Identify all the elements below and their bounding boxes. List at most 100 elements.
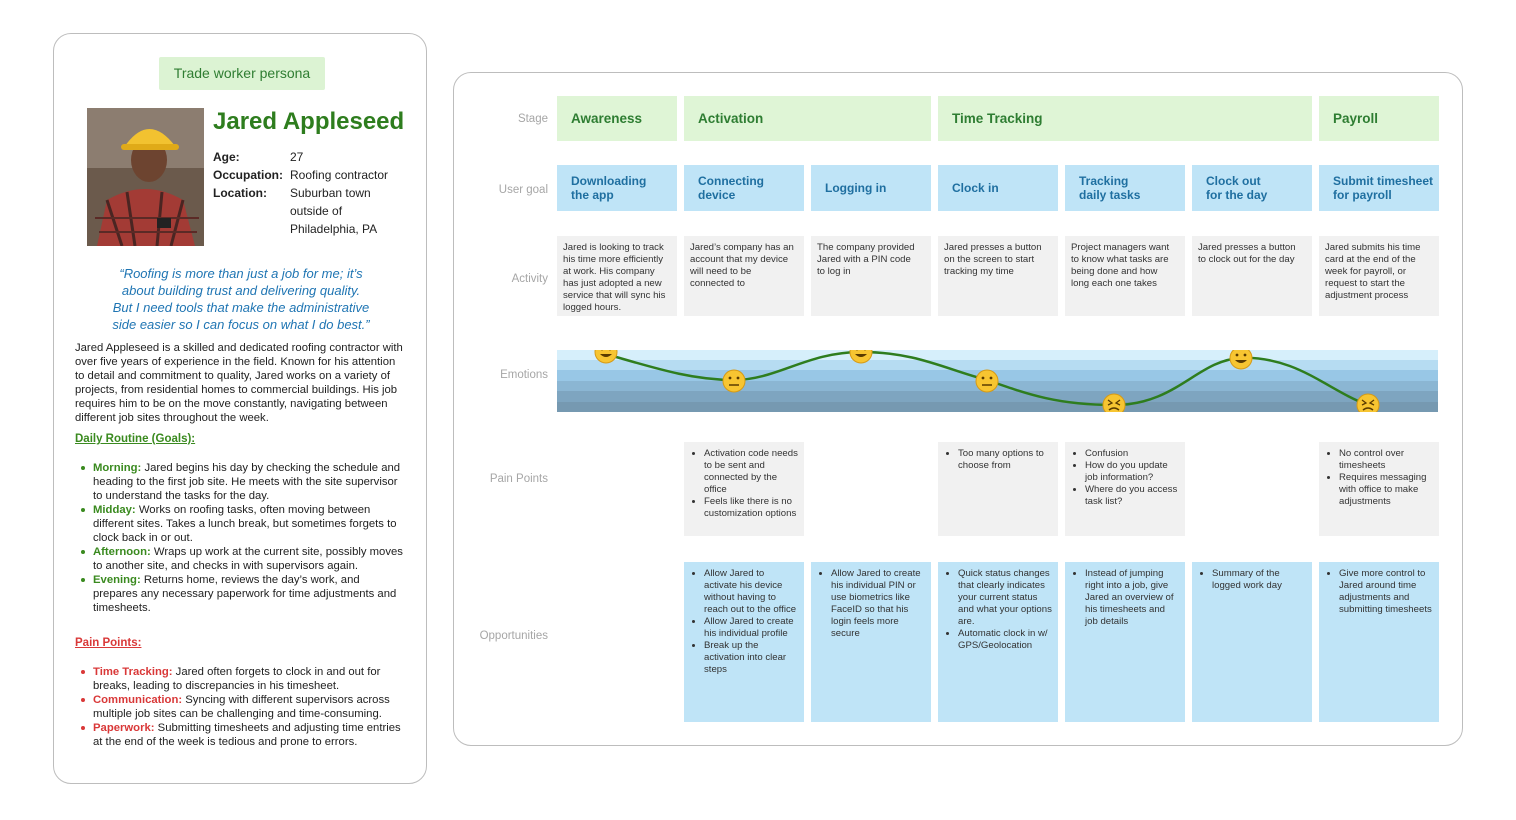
goal-line: device <box>698 188 736 202</box>
pain-point: How do you update job information? <box>1085 460 1179 484</box>
activity-line: Jared is looking to track <box>563 242 664 253</box>
goal-line: for payroll <box>1333 188 1392 202</box>
fact-age: Age: 27 <box>213 148 400 166</box>
activity-line: adjustment process <box>1325 290 1409 301</box>
goal-logging-in: Logging in <box>811 165 931 211</box>
activity-line: service that will sync his <box>563 290 666 301</box>
activity-line: The company provided <box>817 242 915 253</box>
pain-activation: Activation code needs to be sent and con… <box>684 442 804 536</box>
activity-line: on the screen to start <box>944 254 1035 265</box>
activity-line: has just adopted a new <box>563 278 662 289</box>
pain-tracking: ConfusionHow do you update job informati… <box>1065 442 1185 536</box>
quote-line: about building trust and delivering qual… <box>121 283 361 298</box>
journey-map <box>453 72 1463 746</box>
opportunity-item: Quick status changes that clearly indica… <box>958 568 1052 628</box>
quote-line: “Roofing is more than just a job for me;… <box>119 266 363 281</box>
goal-line: the app <box>571 188 614 202</box>
stage-activation: Activation <box>684 96 931 141</box>
activity-line: long each one takes <box>1071 278 1157 289</box>
opportunity-item: Allow Jared to activate his device witho… <box>704 568 798 616</box>
goal-line: Submit timesheet <box>1333 174 1434 188</box>
fact-location: Location: Suburban town outside of Phila… <box>213 184 400 238</box>
pain-label: Time Tracking: <box>93 666 173 678</box>
pain-title: Pain Points: <box>75 637 142 649</box>
emoji-frustrated-1 <box>1102 393 1126 412</box>
activity-line: Jared submits his time <box>1325 242 1421 253</box>
opportunity-clock-out: Summary of the logged work day <box>1192 562 1312 722</box>
activity-line: will need to be <box>690 266 752 277</box>
goal-line: daily tasks <box>1079 188 1141 202</box>
fact-value: Suburban town outside of Philadelphia, P… <box>290 186 378 236</box>
activity-line: Project managers want <box>1071 242 1170 253</box>
quote-line: side easier so I can focus on what I do … <box>112 317 370 332</box>
pain-text: Submitting timesheets and adjusting time… <box>93 722 401 748</box>
persona-bio: Jared Appleseed is a skilled and dedicat… <box>75 342 403 424</box>
emoji-neutral-1 <box>722 369 746 393</box>
goal-line: Logging in <box>825 181 887 195</box>
opportunity-payroll: Give more control to Jared around time a… <box>1319 562 1439 722</box>
row-label-emotions: Emotions <box>500 369 548 381</box>
routine-label: Midday: <box>93 504 136 516</box>
activity-line: week for payroll, or <box>1325 266 1407 277</box>
opportunity-item: Allow Jared to create his individual pro… <box>704 616 798 640</box>
pain-point: No control over timesheets <box>1339 448 1433 472</box>
persona-facts: Age: 27 Occupation: Roofing contractor L… <box>213 148 400 238</box>
pain-point: Requires messaging with office to make a… <box>1339 472 1433 508</box>
activity-line: card at the end of the <box>1325 254 1416 265</box>
pain-item: Time Tracking: Jared often forgets to cl… <box>81 665 405 693</box>
pain-list: Time Tracking: Jared often forgets to cl… <box>75 665 405 749</box>
emoji-happy-3 <box>1229 350 1253 370</box>
routine-item: Evening: Returns home, reviews the day’s… <box>81 573 405 615</box>
activity-line: account that my device <box>690 254 789 265</box>
row-label-goal: User goal <box>498 184 548 196</box>
routine-text: Jared begins his day by checking the sch… <box>93 462 401 502</box>
activity-line: Jared presses a button <box>1198 242 1296 253</box>
fact-label: Occupation: <box>213 168 284 182</box>
stage-payroll: Payroll <box>1319 96 1439 141</box>
pain-item: Paperwork: Submitting timesheets and adj… <box>81 721 405 749</box>
routine-title: Daily Routine (Goals): <box>75 433 196 445</box>
row-label-activity: Activity <box>511 273 548 285</box>
pain-payroll: No control over timesheetsRequires messa… <box>1319 442 1439 536</box>
fact-label: Location: <box>213 186 267 200</box>
emoji-frustrated-2 <box>1356 393 1380 412</box>
opportunity-tracking: Instead of jumping right into a job, giv… <box>1065 562 1185 722</box>
opportunity-item: Break up the activation into clear steps <box>704 640 798 676</box>
goal-line: for the day <box>1206 188 1268 202</box>
routine-label: Evening: <box>93 574 141 586</box>
emotion-curve <box>557 350 1438 412</box>
emoji-neutral-2 <box>975 369 999 393</box>
pain-label: Communication: <box>93 694 183 706</box>
goal-line: Clock out <box>1206 174 1261 188</box>
routine-text: Wraps up work at the current site, possi… <box>93 546 403 572</box>
goal-line: Connecting <box>698 174 764 188</box>
routine-item: Afternoon: Wraps up work at the current … <box>81 545 405 573</box>
persona-badge: Trade worker persona <box>159 57 325 90</box>
pain-text: Syncing with different supervisors acros… <box>93 694 390 720</box>
activity-line: connected to <box>690 278 745 289</box>
pain-clock-in: Too many options to choose from <box>938 442 1058 536</box>
goal-line: Downloading <box>571 174 647 188</box>
stage-time-tracking: Time Tracking <box>938 96 1312 141</box>
activity-line: his time more efficiently <box>563 254 664 265</box>
persona-name: Jared Appleseed <box>213 108 405 135</box>
activity-line: tracking my time <box>944 266 1014 277</box>
fact-value: 27 <box>290 150 304 164</box>
pain-point: Too many options to choose from <box>958 448 1052 472</box>
row-label-pain: Pain Points <box>489 473 548 485</box>
quote-line: But I need tools that make the administr… <box>112 300 370 315</box>
fact-occupation: Occupation: Roofing contractor <box>213 166 400 184</box>
goal-line: Tracking <box>1079 174 1129 188</box>
routine-item: Midday: Works on roofing tasks, often mo… <box>81 503 405 545</box>
activity-line: to clock out for the day <box>1198 254 1295 265</box>
persona-quote: “Roofing is more than just a job for me;… <box>74 265 408 333</box>
